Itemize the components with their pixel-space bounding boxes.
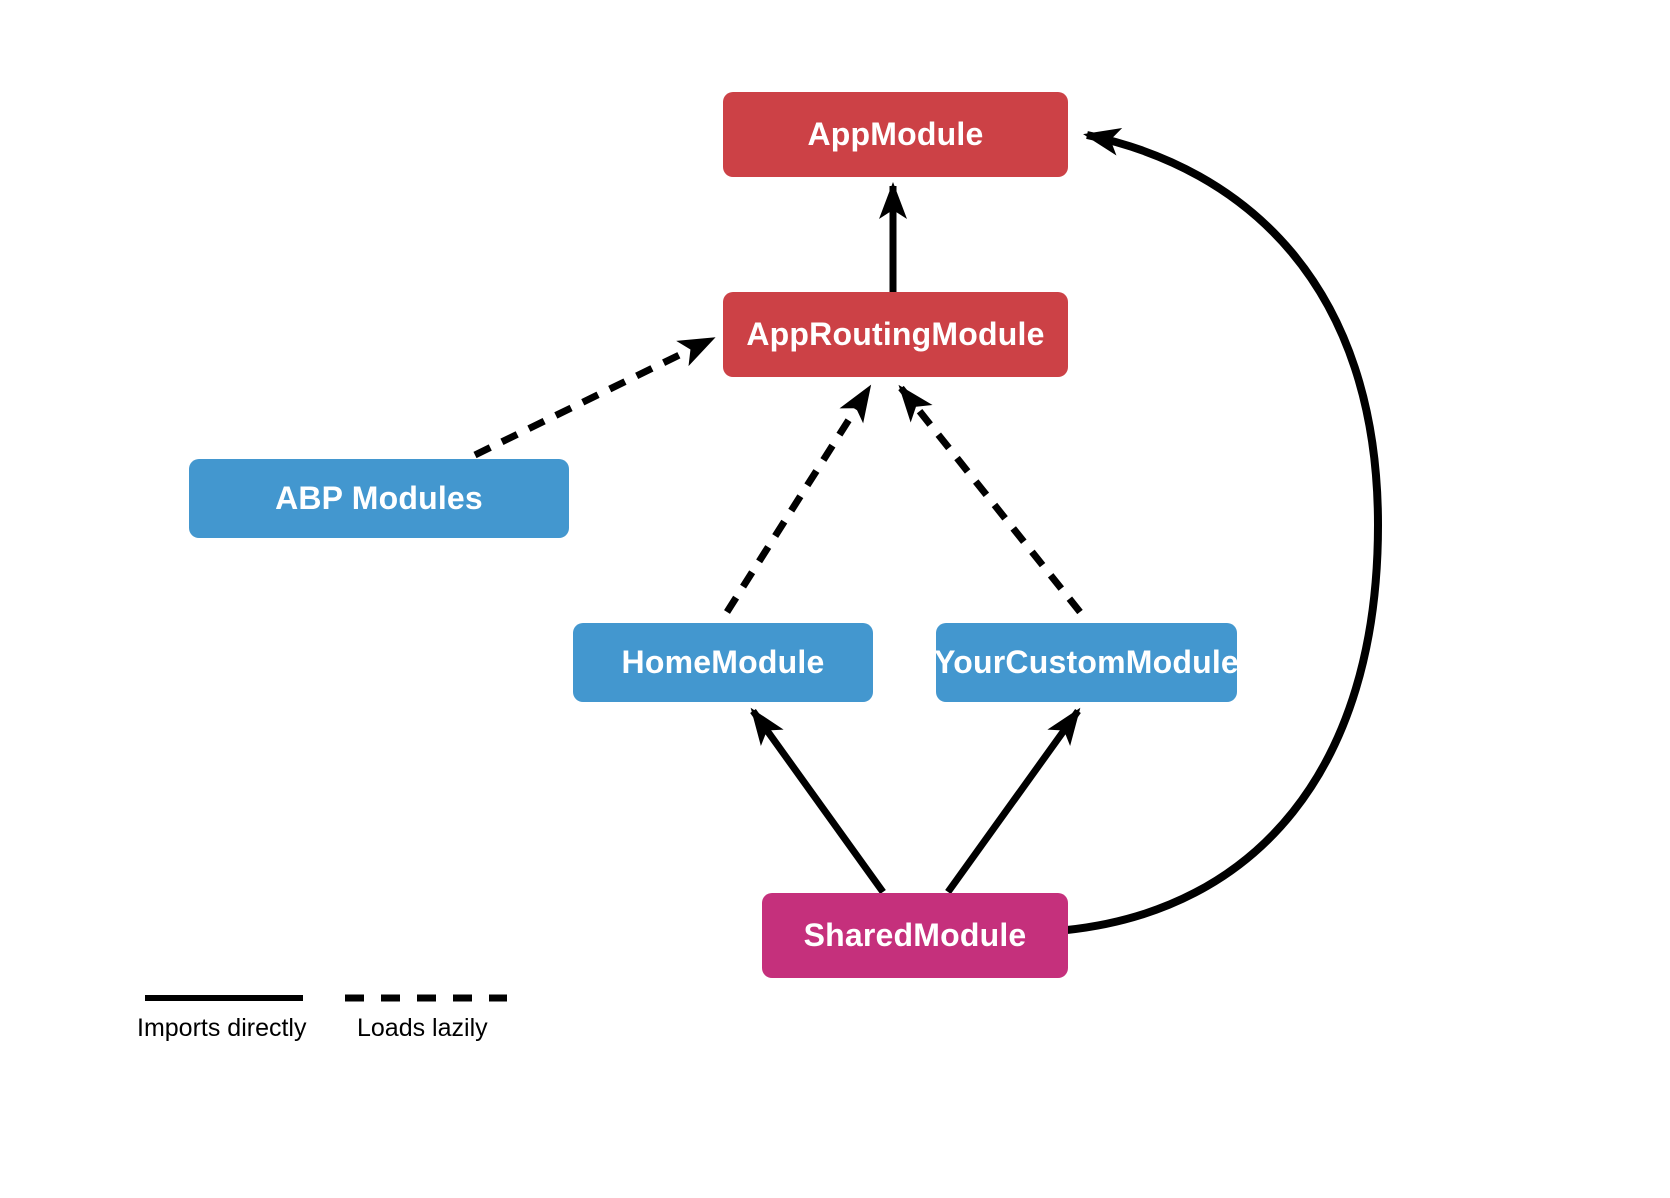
node-abpmodules-label: ABP Modules xyxy=(275,480,483,516)
legend-imports-directly-label: Imports directly xyxy=(137,1014,307,1042)
node-homemodule-label: HomeModule xyxy=(621,644,825,680)
node-sharedmodule: SharedModule xyxy=(762,893,1068,978)
edge-yourcustommodule-to-approutingmodule xyxy=(898,384,1083,615)
node-appmodule: AppModule xyxy=(723,92,1068,177)
edge-abpmodules-to-approutingmodule xyxy=(473,335,716,459)
node-sharedmodule-label: SharedModule xyxy=(803,917,1027,953)
edge-sharedmodule-to-homemodule xyxy=(750,707,886,895)
edge-sharedmodule-to-yourcustommodule xyxy=(945,707,1081,895)
node-yourcustommodule: YourCustomModule xyxy=(934,623,1239,702)
node-appmodule-label: AppModule xyxy=(807,116,984,152)
node-approutingmodule-label: AppRoutingModule xyxy=(746,316,1045,352)
node-homemodule: HomeModule xyxy=(573,623,873,702)
edge-sharedmodule-to-appmodule-curve xyxy=(1066,128,1383,934)
node-approutingmodule: AppRoutingModule xyxy=(723,292,1068,377)
legend-loads-lazily-label: Loads lazily xyxy=(357,1014,488,1042)
node-yourcustommodule-label: YourCustomModule xyxy=(934,644,1239,680)
node-abpmodules: ABP Modules xyxy=(189,459,569,538)
edge-homemodule-to-approutingmodule xyxy=(724,384,872,614)
